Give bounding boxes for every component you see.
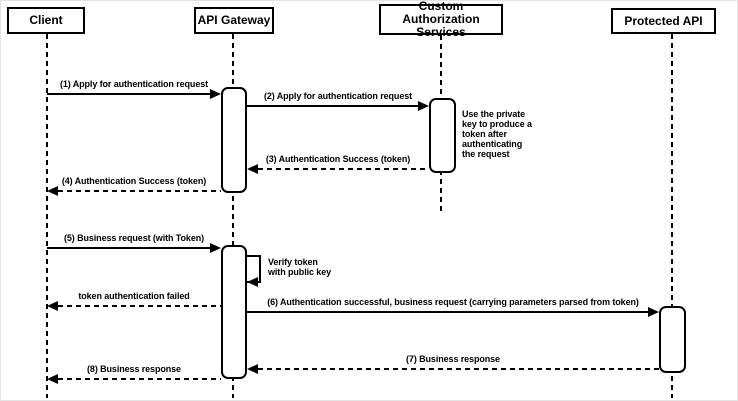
- arrowhead-left: [247, 364, 258, 374]
- lifeline-protected-api: [671, 34, 673, 398]
- self-message-label-line2: with public key: [268, 267, 332, 277]
- activation-api-gateway-2: [221, 245, 247, 379]
- message-label: (1) Apply for authentication request: [59, 79, 209, 89]
- arrowhead-left: [47, 301, 58, 311]
- message-label: (3) Authentication Success (token): [265, 154, 411, 164]
- arrowhead-right: [210, 89, 221, 99]
- message-label: (5) Business request (with Token): [63, 233, 205, 243]
- arrowhead-right: [418, 101, 429, 111]
- message-line: [247, 311, 648, 313]
- message-label: (7) Business response: [406, 354, 500, 364]
- activation-api-gateway-1: [221, 87, 247, 193]
- self-message-label-line1: Verify token: [268, 257, 318, 267]
- participant-protected-api: Protected API: [611, 8, 716, 34]
- note-line: the request: [462, 149, 510, 159]
- participant-label-line2: Services: [416, 25, 466, 39]
- message-label: (8) Business response: [87, 364, 181, 374]
- message-label: (6) Authentication successful, business …: [267, 297, 639, 307]
- note-line: authenticating: [462, 139, 523, 149]
- note-line: Use the private: [462, 109, 526, 119]
- message-line: [47, 247, 210, 249]
- arrowhead-left: [47, 186, 58, 196]
- lifeline-api-gateway: [232, 34, 234, 398]
- participant-label: Protected API: [624, 13, 703, 28]
- note-line: token after: [462, 129, 507, 139]
- activation-protected-api: [659, 306, 686, 373]
- arrowhead-right: [648, 307, 659, 317]
- participant-label: Client: [29, 13, 63, 27]
- message-line: [258, 368, 659, 370]
- activation-custom-authorization-services: [429, 98, 456, 173]
- arrowhead-left: [47, 374, 58, 384]
- message-label: token authentication failed: [78, 291, 190, 301]
- message-line: [58, 305, 221, 307]
- message-label: (4) Authentication Success (token): [61, 176, 207, 186]
- participant-label: API Gateway: [197, 13, 271, 27]
- arrowhead-left: [247, 277, 258, 287]
- note-private-key: Use the private key to produce a token a…: [462, 109, 542, 159]
- message-line: [58, 378, 221, 380]
- arrowhead-right: [210, 243, 221, 253]
- arrowhead-left: [247, 164, 258, 174]
- participant-label-line1: Custom Authorization: [402, 0, 480, 26]
- lifeline-client: [46, 34, 48, 398]
- note-line: key to produce a: [462, 119, 532, 129]
- participant-custom-authorization-services: Custom Authorization Services: [379, 1, 503, 39]
- participant-api-gateway: API Gateway: [194, 7, 274, 34]
- message-line: [247, 105, 418, 107]
- message-line: [58, 190, 221, 192]
- participant-client: Client: [7, 7, 85, 34]
- message-line: [258, 168, 429, 170]
- message-label: (2) Apply for authentication request: [263, 91, 413, 101]
- message-line: [47, 93, 210, 95]
